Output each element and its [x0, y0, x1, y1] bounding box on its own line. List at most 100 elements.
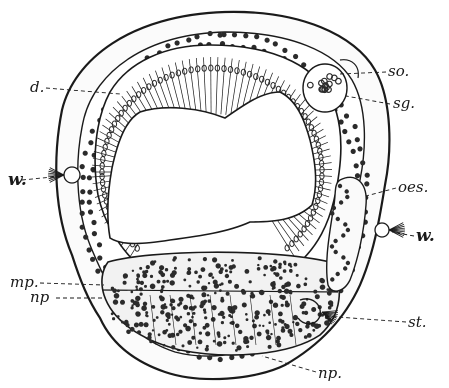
- plate-nucleus: [241, 290, 246, 295]
- plate-nucleus: [112, 317, 115, 320]
- ring-nucleus: [346, 139, 351, 144]
- plate-nucleus: [113, 299, 118, 304]
- plate-nucleus: [203, 257, 207, 261]
- oesophagus-nucleus: [343, 266, 347, 270]
- plate-nucleus: [189, 285, 192, 288]
- plate-nucleus: [296, 284, 301, 289]
- plate-nucleus: [219, 289, 222, 292]
- plate-nucleus: [168, 323, 171, 326]
- plate-nucleus: [214, 283, 219, 288]
- plate-nucleus: [227, 335, 230, 338]
- plate-nucleus: [258, 256, 262, 260]
- plate-nucleus: [255, 310, 260, 315]
- oesophagus-nucleus: [330, 244, 334, 248]
- plate-nucleus: [199, 332, 202, 335]
- plate-nucleus: [186, 294, 190, 298]
- plate-nucleus: [268, 313, 271, 316]
- plate-nucleus: [162, 330, 167, 335]
- plate-nucleus: [139, 287, 143, 291]
- plate-nucleus: [223, 336, 226, 339]
- plate-nucleus: [145, 270, 148, 273]
- plate-nucleus: [229, 270, 232, 273]
- label-w-right: w.: [416, 228, 435, 245]
- plate-nucleus: [294, 263, 298, 267]
- plate-nucleus: [188, 258, 191, 261]
- plate-nucleus: [193, 312, 196, 315]
- ring-nucleus: [353, 124, 358, 129]
- plate-nucleus: [137, 275, 140, 278]
- plate-nucleus: [281, 285, 285, 289]
- plate-nucleus: [252, 324, 257, 329]
- ring-nucleus: [83, 151, 88, 156]
- ring-nucleus: [80, 200, 85, 205]
- plate-nucleus: [203, 300, 207, 304]
- plate-nucleus: [117, 289, 120, 292]
- plate-nucleus: [166, 319, 169, 322]
- plate-nucleus: [219, 270, 223, 274]
- plate-nucleus: [245, 313, 248, 316]
- plate-nucleus: [270, 333, 272, 335]
- plate-nucleus: [203, 286, 208, 291]
- plate-nucleus: [226, 292, 230, 296]
- ring-nucleus: [88, 209, 93, 214]
- ring-nucleus: [344, 113, 349, 118]
- ring-nucleus: [92, 231, 97, 236]
- ring-nucleus: [218, 357, 223, 362]
- plate-nucleus: [160, 310, 164, 314]
- plate-nucleus: [216, 263, 221, 268]
- ring-nucleus: [175, 40, 180, 45]
- ring-nucleus: [351, 149, 356, 154]
- label-w-left: w.: [8, 172, 27, 189]
- plate-nucleus: [266, 335, 271, 340]
- plate-nucleus: [165, 268, 168, 271]
- plate-nucleus: [137, 330, 141, 334]
- plate-nucleus: [157, 280, 161, 284]
- plate-nucleus: [235, 349, 238, 352]
- label-oes: oes.: [398, 180, 428, 195]
- plate-nucleus: [304, 283, 308, 287]
- plate-nucleus: [131, 306, 134, 309]
- left-ciliated-cell: [64, 167, 80, 183]
- plate-nucleus: [311, 307, 316, 312]
- plate-nucleus: [320, 285, 325, 290]
- plate-nucleus: [313, 290, 317, 294]
- plate-nucleus: [187, 312, 190, 315]
- ring-nucleus: [355, 173, 360, 178]
- plate-nucleus: [281, 295, 286, 300]
- plate-nucleus: [183, 279, 186, 282]
- plate-nucleus: [165, 312, 171, 318]
- oesophagus-nucleus: [330, 277, 334, 281]
- plate-nucleus: [198, 275, 202, 279]
- plate-nucleus: [285, 324, 290, 329]
- plate-nucleus: [212, 257, 217, 262]
- plate-nucleus: [281, 326, 284, 329]
- plate-nucleus: [268, 321, 271, 324]
- plate-nucleus: [161, 288, 164, 291]
- oesophagus-nucleus: [334, 250, 338, 254]
- plate-nucleus: [145, 311, 148, 314]
- plate-nucleus: [330, 303, 334, 307]
- ring-nucleus: [87, 175, 92, 180]
- ring-nucleus: [364, 181, 369, 186]
- plate-nucleus: [136, 280, 140, 284]
- plate-nucleus: [194, 271, 198, 275]
- plate-nucleus: [222, 316, 225, 319]
- ring-nucleus: [80, 189, 85, 194]
- plate-nucleus: [249, 336, 253, 340]
- ring-nucleus: [90, 129, 95, 134]
- plate-nucleus: [214, 292, 217, 295]
- plate-nucleus: [232, 264, 236, 268]
- oesophagus-nucleus: [346, 261, 350, 265]
- plate-nucleus: [180, 316, 183, 319]
- plate-nucleus: [238, 330, 242, 334]
- plate-nucleus: [276, 336, 281, 341]
- ring-nucleus: [243, 33, 248, 38]
- plate-nucleus: [140, 293, 143, 296]
- plate-nucleus: [234, 284, 239, 289]
- oesophagus-nucleus: [336, 217, 340, 221]
- plate-nucleus: [283, 261, 286, 264]
- plate-nucleus: [286, 281, 291, 286]
- plate-nucleus: [301, 301, 306, 306]
- ring-nucleus: [342, 129, 347, 134]
- plate-nucleus: [158, 333, 161, 336]
